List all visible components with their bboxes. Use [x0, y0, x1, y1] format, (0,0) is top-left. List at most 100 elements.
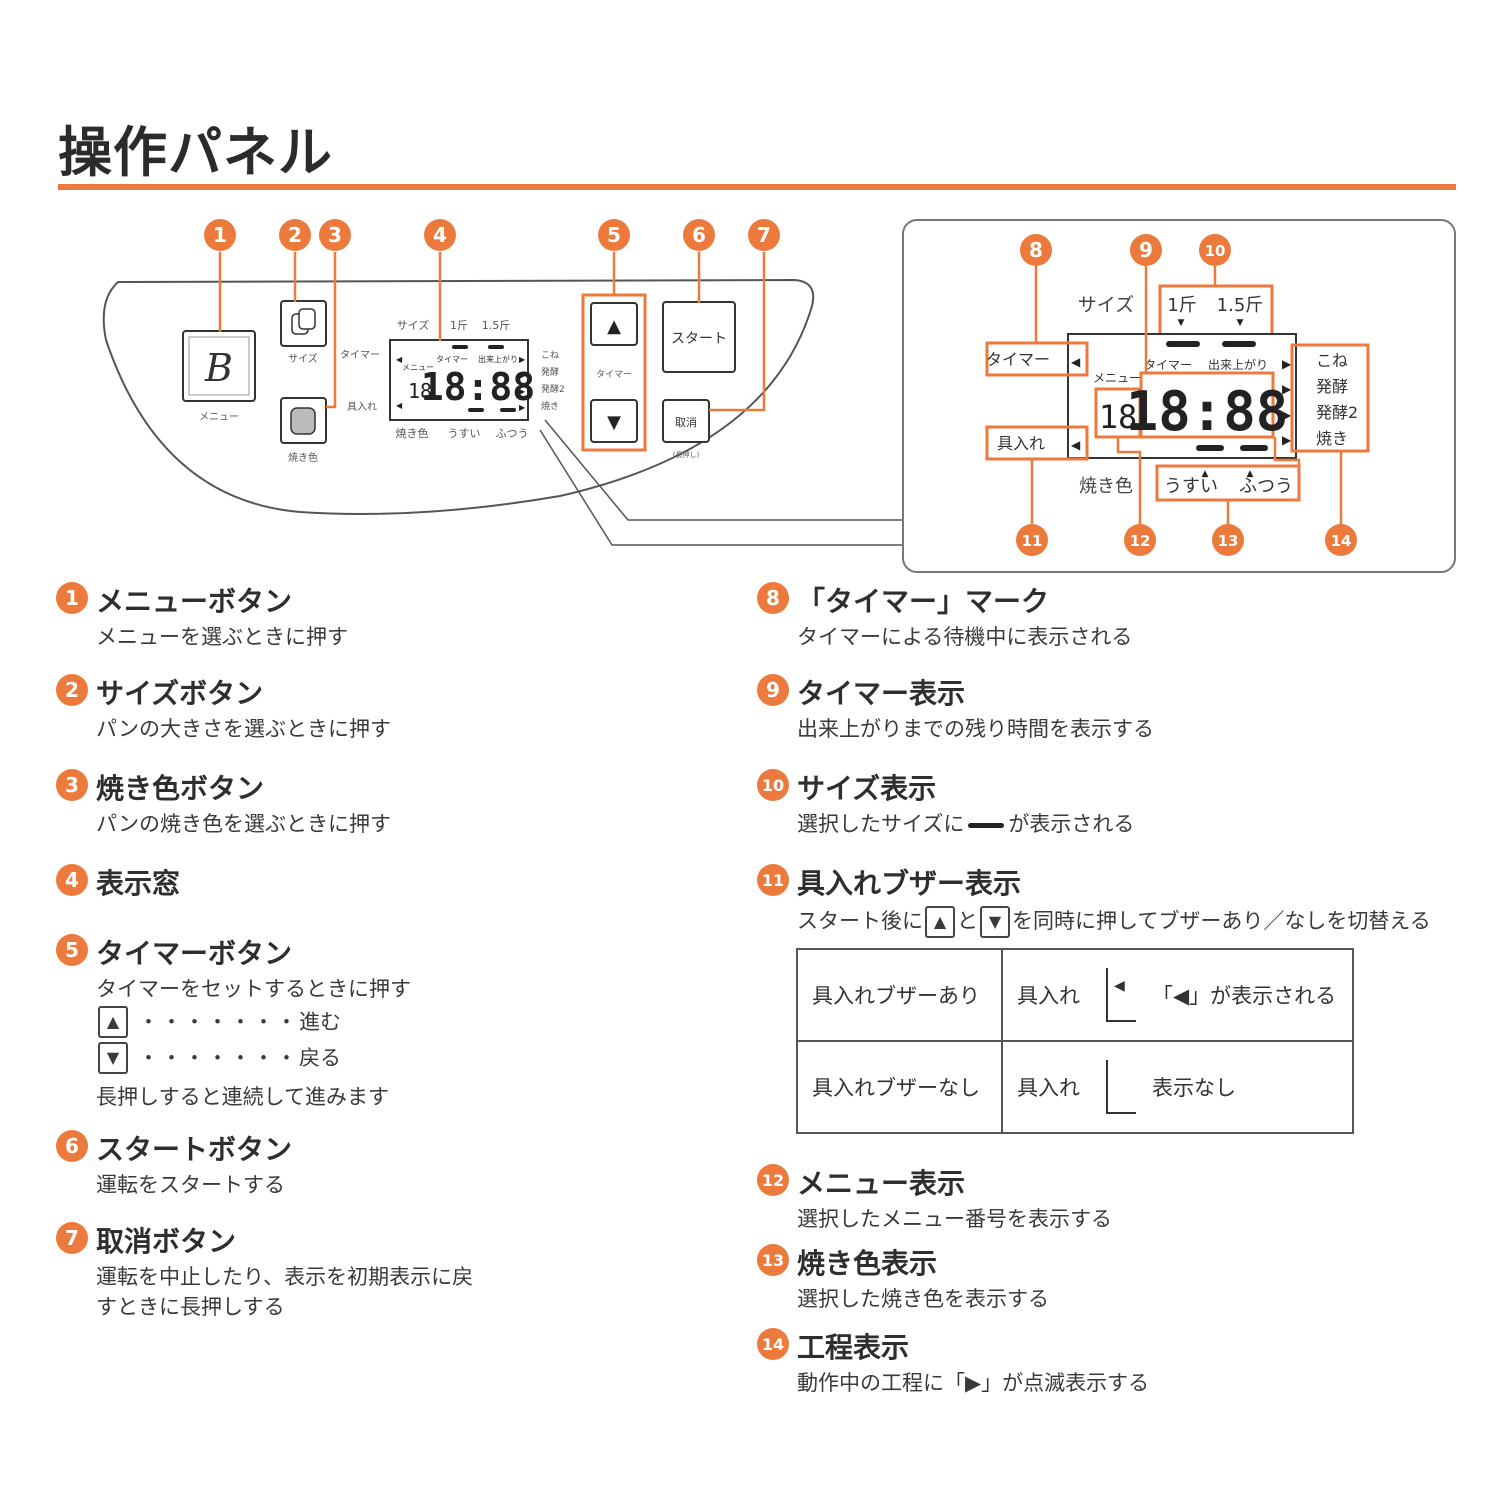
desc-text: メニューを選ぶときに押す	[96, 625, 348, 649]
callout-11: 11	[1016, 524, 1048, 556]
svg-text:11: 11	[1022, 532, 1043, 550]
desc-title: 取消ボタン	[96, 1225, 237, 1258]
zoom-leader-lines	[1030, 266, 1343, 524]
size-bar-icon	[968, 822, 1005, 828]
zoom-color-frame	[1155, 464, 1301, 502]
timer-down-button[interactable]: ▼	[590, 399, 638, 443]
menu-button[interactable]: B	[182, 330, 256, 402]
desc-title: タイマー表示	[797, 677, 966, 710]
desc-title: 焼き色表示	[797, 1247, 938, 1280]
zoom-bar-icon	[1166, 341, 1200, 347]
svg-text:5: 5	[607, 223, 621, 247]
up-key-icon: ▲	[925, 906, 955, 938]
desc-text: 出来上がりまでの残り時間を表示する	[797, 717, 1154, 741]
gu-label: 具入れ	[1017, 1076, 1080, 1100]
zoom-tri-icon: ▶	[1282, 357, 1292, 371]
key-dots: ・・・・・・・	[138, 1010, 299, 1034]
svg-text:9: 9	[1139, 238, 1153, 262]
desc-number: 2	[56, 674, 88, 706]
desc-text: タイマーによる待機中に表示される	[797, 625, 1133, 649]
cancel-button[interactable]: 取消	[662, 399, 710, 443]
callout-4: 4	[424, 219, 456, 251]
gu-side-label: 具入れ	[347, 401, 377, 413]
gu-label: 具入れ	[1017, 984, 1080, 1008]
desc-title: メニュー表示	[797, 1167, 966, 1200]
desc-item-8: 8「タイマー」マーク タイマーによる待機中に表示される	[757, 578, 1132, 652]
zoom-size-label: サイズ	[1078, 294, 1134, 316]
size-button[interactable]	[280, 300, 327, 347]
tri-left-icon: ◀	[1114, 978, 1125, 994]
lcd-tri-icon: ▶	[519, 371, 526, 380]
bracket-icon	[1106, 1060, 1136, 1114]
lcd-process-1: 発酵	[541, 366, 559, 378]
svg-text:14: 14	[1331, 532, 1352, 550]
lcd-tri-icon: ◀	[396, 355, 403, 364]
zoom-pointer-icon: ▲	[1202, 469, 1209, 479]
lcd-bar-icon	[468, 408, 484, 412]
callout-2: 2	[279, 219, 311, 251]
result-text: 表示なし	[1152, 1076, 1236, 1100]
color-button-label: 焼き色	[288, 451, 318, 464]
key-row-up: ▲・・・・・・・進む	[96, 1004, 411, 1040]
color-button[interactable]	[280, 397, 327, 444]
zoom-tri-icon: ▶	[1282, 408, 1292, 422]
zoom-tri-icon: ▶	[1282, 382, 1292, 396]
lcd-onehalf-label: 1.5斤	[482, 319, 511, 332]
desc-text: と	[957, 909, 978, 933]
zoom-process-3: 焼き	[1316, 429, 1348, 448]
table-cell-label: 具入れブザーあり	[796, 948, 1003, 1042]
desc-number: 5	[56, 934, 88, 966]
zoom-process-frame	[1290, 343, 1370, 453]
desc-text: 動作中の工程に「▶」が点滅表示する	[797, 1371, 1150, 1395]
lcd-done-text: 出来上がり	[478, 354, 518, 364]
desc-number: 7	[56, 1222, 88, 1254]
cancel-button-sub: (長押し)	[673, 450, 700, 459]
lcd-tri-icon: ▶	[519, 403, 526, 412]
callout-8: 8	[1020, 234, 1052, 266]
callout-3: 3	[319, 219, 351, 251]
desc-text: 運転をスタートする	[96, 1173, 285, 1197]
zoom-pointer-icon: ▼	[1237, 318, 1244, 328]
zoom-pointer-icon: ▲	[1247, 469, 1254, 479]
svg-text:3: 3	[328, 223, 342, 247]
zoom-gu-mark-frame	[985, 425, 1089, 461]
desc-text: 選択した焼き色を表示する	[797, 1287, 1049, 1311]
key-row-down: ▼・・・・・・・戻る	[96, 1040, 411, 1076]
callout-12: 12	[1124, 524, 1156, 556]
zoom-process-1: 発酵	[1316, 377, 1348, 396]
zoom-process-0: こね	[1316, 351, 1348, 370]
desc-title: スタートボタン	[96, 1133, 293, 1166]
zoom-menu-text: メニュー	[1093, 371, 1141, 385]
desc-number: 11	[757, 864, 789, 896]
zoom-lead-lines	[539, 419, 903, 546]
desc-title: 焼き色ボタン	[96, 772, 265, 805]
start-button[interactable]: スタート	[662, 301, 736, 373]
zoom-bar-icon	[1240, 445, 1268, 451]
lcd-window	[389, 339, 529, 421]
lcd-tri-icon: ▶	[519, 387, 526, 396]
up-arrow-icon: ▲	[607, 316, 621, 337]
zoom-color-label: 焼き色	[1079, 476, 1133, 497]
callout-13: 13	[1212, 524, 1244, 556]
callout-6: 6	[683, 219, 715, 251]
timer-up-button[interactable]: ▲	[590, 302, 638, 346]
desc-text: 選択したサイズに	[797, 812, 965, 836]
desc-text: タイマーをセットするときに押す	[96, 977, 411, 1001]
lcd-timer-text: タイマー	[436, 355, 468, 364]
zoom-gu-mark: 具入れ	[997, 434, 1045, 453]
svg-text:8: 8	[1029, 238, 1043, 262]
svg-text:4: 4	[433, 223, 447, 247]
desc-note: 長押しすると連続して進みます	[96, 1085, 389, 1109]
lcd-menu-text: メニュー	[402, 363, 434, 372]
timer-button-label: タイマー	[596, 369, 632, 380]
desc-title: 具入れブザー表示	[797, 867, 1022, 900]
lcd-one-label: 1斤	[450, 319, 468, 332]
desc-text: が表示される	[1008, 812, 1135, 836]
